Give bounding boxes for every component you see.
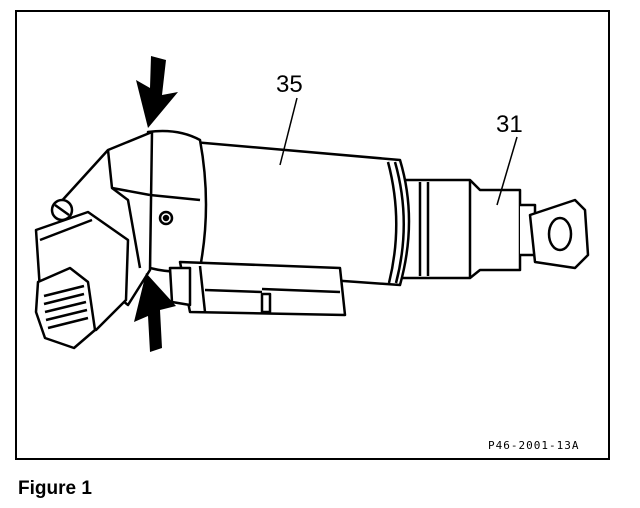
key-slot [34,266,97,350]
leader-line-35 [279,97,298,166]
leader-line-31 [496,136,518,206]
callout-31: 31 [496,111,523,138]
figure-caption: Figure 1 [18,478,92,499]
connector-housing [168,260,347,317]
shaft-31 [398,178,537,280]
reference-code: P46-2001-13A [488,439,579,452]
collar-ring [146,129,208,273]
callout-35: 35 [276,71,303,98]
lock-cylinder-body-35 [168,138,411,287]
arrow-bottom [134,273,176,352]
arrow-top [136,56,178,128]
mounting-tab [528,198,590,270]
